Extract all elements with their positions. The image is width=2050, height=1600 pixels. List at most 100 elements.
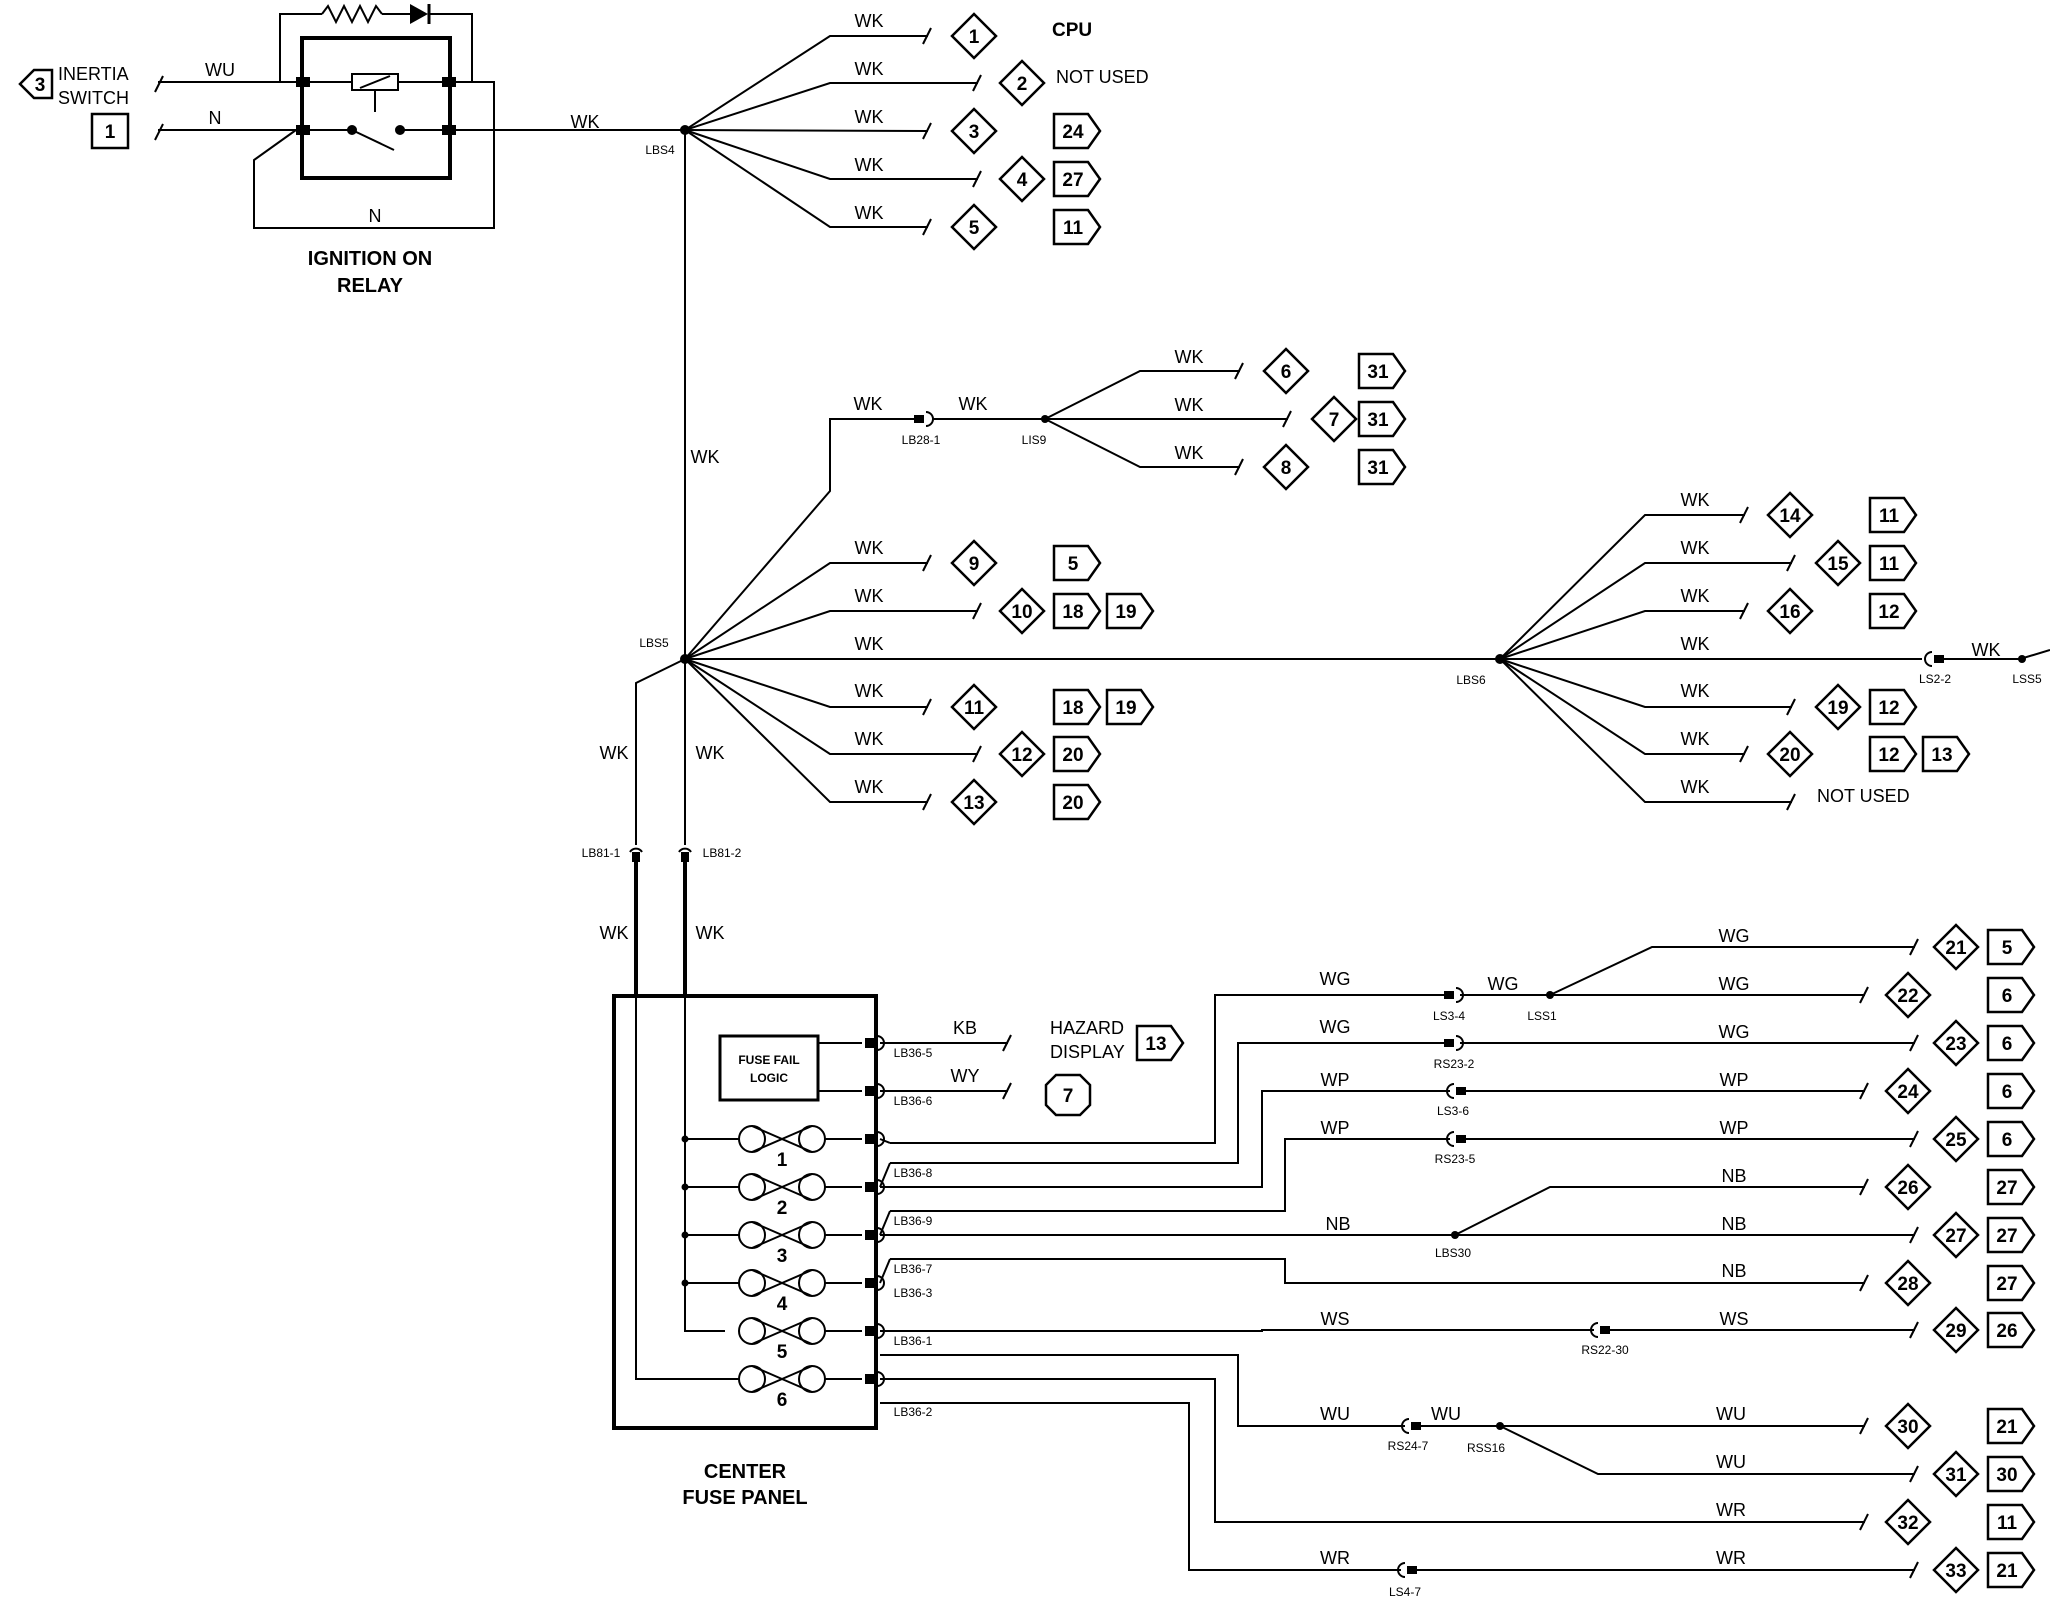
connector-label: LB36-5 <box>894 1046 933 1060</box>
wire-color-label: WR <box>1716 1548 1746 1568</box>
page-ref-number: 19 <box>1115 698 1136 719</box>
wire-color-label: WP <box>1321 1070 1350 1090</box>
circuit-id-number: 28 <box>1897 1274 1918 1295</box>
circuit-id-diamond: 15 <box>1814 539 1862 587</box>
page-ref-number: 5 <box>2002 938 2013 959</box>
circuit-id-number: 7 <box>1329 410 1340 431</box>
circuit-id-diamond: 28 <box>1884 1259 1932 1307</box>
circuit-id-number: 20 <box>1779 745 1800 766</box>
page-ref-number: 11 <box>1997 1513 2018 1534</box>
resistor-symbol <box>321 3 383 25</box>
page-ref-tag: 11 <box>1868 496 1918 534</box>
circuit-id-number: 12 <box>1011 745 1032 766</box>
page-ref-number: 31 <box>1367 362 1389 383</box>
relay-switch-contact <box>351 129 395 151</box>
wire-color-label: WK <box>855 59 884 79</box>
wire-color-label: WG <box>1320 969 1351 989</box>
wire-color-label: WG <box>1488 974 1519 994</box>
fuse-4: 4 <box>738 1269 862 1315</box>
wire-color-label: NB <box>1721 1214 1746 1234</box>
page-ref-number: 11 <box>1879 554 1900 575</box>
fuse-label-4: 4 <box>777 1294 788 1315</box>
hazard-octagon-label: 7 <box>1063 1086 1074 1107</box>
wire-color-label: WK <box>855 203 884 223</box>
circuit-id-number: 33 <box>1945 1561 1966 1582</box>
circuit-id-number: 24 <box>1897 1082 1919 1103</box>
wire-color-label: WG <box>1719 926 1750 946</box>
page-ref-tag: 11 <box>1986 1503 2036 1541</box>
page-ref-number: 19 <box>1115 602 1136 623</box>
page-ref-tag: 11 <box>1052 208 1102 246</box>
circuit-id-diamond: 10 <box>998 587 1046 635</box>
page-ref-tag: 31 <box>1357 352 1407 390</box>
page-ref-number: 21 <box>1996 1561 2018 1582</box>
page-ref-number: 26 <box>1996 1321 2017 1342</box>
connector-label: LB81-1 <box>582 846 621 860</box>
circuit-id-number: 32 <box>1897 1513 1918 1534</box>
splice-label: LIS9 <box>1022 433 1047 447</box>
page-ref-number: 20 <box>1062 793 1083 814</box>
connector-label: RS23-2 <box>1434 1057 1475 1071</box>
inertia-switch-connector: 3 <box>35 75 46 96</box>
connector-label: RS23-5 <box>1435 1152 1476 1166</box>
page-ref-number: 12 <box>1878 698 1899 719</box>
wire-color-label: WK <box>855 777 884 797</box>
page-ref-tag: 18 <box>1052 688 1102 726</box>
circuit-id-diamond: 30 <box>1884 1402 1932 1450</box>
wire-color-label: WG <box>1719 974 1750 994</box>
inertia-switch-label-2: SWITCH <box>58 88 129 108</box>
page-ref-number: 18 <box>1062 698 1083 719</box>
splice-dots <box>680 125 2026 1430</box>
page-ref-number: 5 <box>1068 554 1079 575</box>
page-ref-tag: 6 <box>1986 1120 2036 1158</box>
circuit-id-diamond: 31 <box>1932 1450 1980 1498</box>
wire-breaks <box>922 27 1919 1579</box>
wiring <box>456 35 2050 1571</box>
circuit-id-number: 23 <box>1945 1034 1966 1055</box>
page-ref-number: 6 <box>2002 1130 2013 1151</box>
circuit-id-number: 27 <box>1945 1226 1966 1247</box>
connector-label: LS2-2 <box>1919 672 1951 686</box>
fuse-panel-subtitle: FUSE PANEL <box>682 1487 807 1509</box>
circuit-id-diamond: 12 <box>998 730 1046 778</box>
wire-color-label: WY <box>951 1066 980 1086</box>
connector-label: LS4-7 <box>1389 1585 1421 1599</box>
circuit-id-diamond: 29 <box>1932 1306 1980 1354</box>
connector-label: LB36-8 <box>894 1166 933 1180</box>
wire-color-label: WK <box>855 634 884 654</box>
wire-color-label: WR <box>1320 1548 1350 1568</box>
page-ref-number: 27 <box>1062 170 1083 191</box>
connector-label: LS3-6 <box>1437 1104 1469 1118</box>
splice-label: LBS4 <box>645 143 675 157</box>
wire-color-label: WK <box>855 538 884 558</box>
annotation-note: NOT USED <box>1056 67 1149 87</box>
page-ref-number: 11 <box>1063 218 1084 239</box>
page-ref-tag: 27 <box>1052 160 1102 198</box>
circuit-id-number: 10 <box>1011 602 1032 623</box>
connector-label: LB36-7 <box>894 1262 933 1276</box>
wire-color-label: WP <box>1720 1118 1749 1138</box>
wire-color-label: WK <box>1175 347 1204 367</box>
wire-color-label: WU <box>1431 1404 1461 1424</box>
page-ref-tag: 11 <box>1868 544 1918 582</box>
relay-subtitle: RELAY <box>337 275 404 297</box>
wire-color-label: WK <box>855 11 884 31</box>
circuit-id-diamond: 9 <box>950 539 998 587</box>
circuit-id-number: 31 <box>1945 1465 1967 1486</box>
page-ref-tag: 31 <box>1357 448 1407 486</box>
wire-color-label: NB <box>1325 1214 1350 1234</box>
hazard-display-ref: 7 <box>1044 1073 1092 1117</box>
circuit-id-number: 19 <box>1827 698 1848 719</box>
diode-symbol <box>410 4 428 24</box>
circuit-id-diamond: 1 <box>950 12 998 60</box>
inertia-switch: 3 INERTIA SWITCH 1 <box>18 64 296 150</box>
circuit-id-number: 13 <box>963 793 984 814</box>
page-ref-number: 12 <box>1878 745 1899 766</box>
fuse-label-3: 3 <box>777 1246 788 1267</box>
wire-color-label: WR <box>1716 1500 1746 1520</box>
wire-color-label: WK <box>855 681 884 701</box>
circuit-id-diamond: 6 <box>1262 347 1310 395</box>
fuse-label-2: 2 <box>777 1198 788 1219</box>
